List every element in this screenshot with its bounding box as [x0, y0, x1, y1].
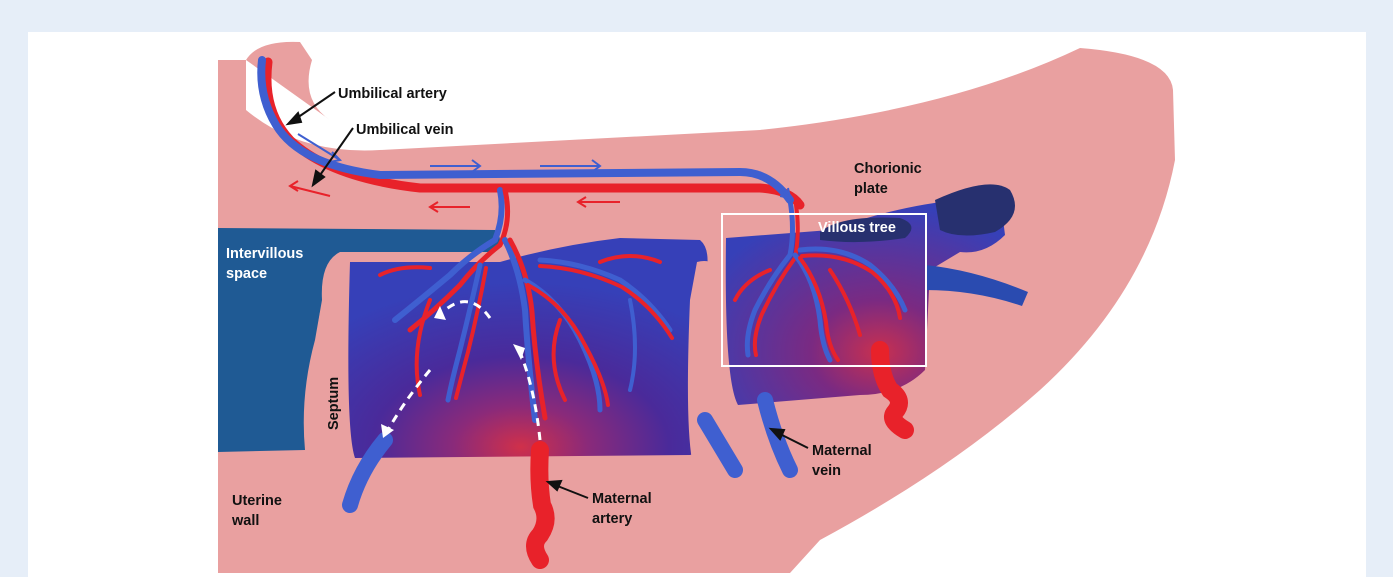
label-intervillous-2: space — [226, 266, 267, 282]
label-chorionic-plate-1: Chorionic — [854, 161, 922, 177]
label-septum: Septum — [326, 377, 342, 430]
label-uterine-wall-1: Uterine — [232, 493, 282, 509]
label-villous-tree: Villous tree — [818, 220, 896, 236]
label-maternal-vein-2: vein — [812, 463, 841, 479]
label-maternal-artery-1: Maternal — [592, 491, 652, 507]
label-umbilical-artery: Umbilical artery — [338, 86, 447, 102]
label-maternal-vein-1: Maternal — [812, 443, 872, 459]
label-intervillous-1: Intervillous — [226, 246, 303, 262]
label-chorionic-plate-2: plate — [854, 181, 888, 197]
label-uterine-wall-2: wall — [231, 513, 259, 529]
label-maternal-artery-2: artery — [592, 511, 632, 527]
label-umbilical-vein: Umbilical vein — [356, 122, 454, 138]
